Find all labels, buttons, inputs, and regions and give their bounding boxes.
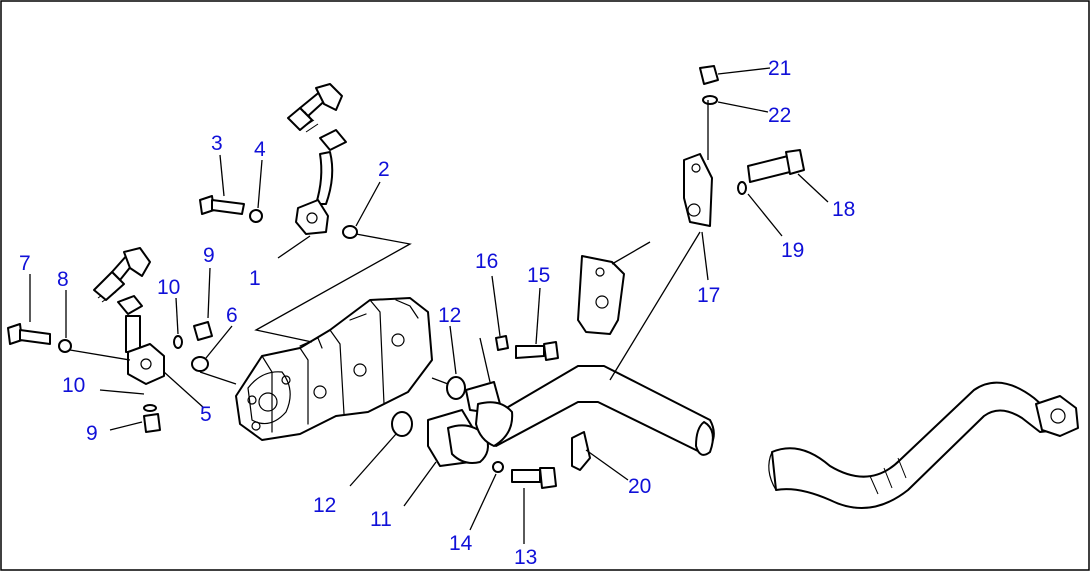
upper-hose-assembly	[287, 83, 347, 235]
callout-4: 4	[254, 138, 266, 161]
callout-17: 17	[697, 284, 720, 307]
callout-8: 8	[57, 268, 69, 291]
leader-lines	[29, 67, 829, 544]
callout-15: 15	[527, 264, 550, 287]
callout-6: 6	[226, 304, 238, 327]
fasteners	[7, 65, 805, 489]
callout-5: 5	[200, 403, 212, 426]
callout-numbers: 1 2 3 4 5 6 7 8 9 9 10 10 11 12 12 13 14…	[19, 57, 855, 569]
callout-12-upper: 12	[438, 304, 461, 327]
suction-hose	[768, 381, 1079, 509]
lower-hose-assembly	[93, 247, 165, 385]
callout-1: 1	[249, 267, 261, 290]
suction-tube	[427, 365, 715, 467]
callout-7: 7	[19, 252, 31, 275]
callout-9-upper: 9	[203, 244, 215, 267]
callout-9-lower: 9	[86, 422, 98, 445]
bracket-plate	[577, 153, 713, 335]
callout-19: 19	[781, 239, 804, 262]
callout-14: 14	[449, 532, 473, 555]
callout-18: 18	[832, 198, 855, 221]
callout-11: 11	[370, 508, 392, 531]
callout-2: 2	[378, 158, 390, 181]
callout-10-lower: 10	[62, 374, 85, 397]
callout-3: 3	[211, 132, 223, 155]
callout-13: 13	[514, 546, 537, 569]
callout-20: 20	[628, 475, 651, 498]
callout-21: 21	[768, 57, 791, 80]
callout-10-upper: 10	[157, 276, 180, 299]
callout-22: 22	[768, 104, 791, 127]
callout-12-lower: 12	[313, 494, 336, 517]
callout-16: 16	[475, 250, 498, 273]
